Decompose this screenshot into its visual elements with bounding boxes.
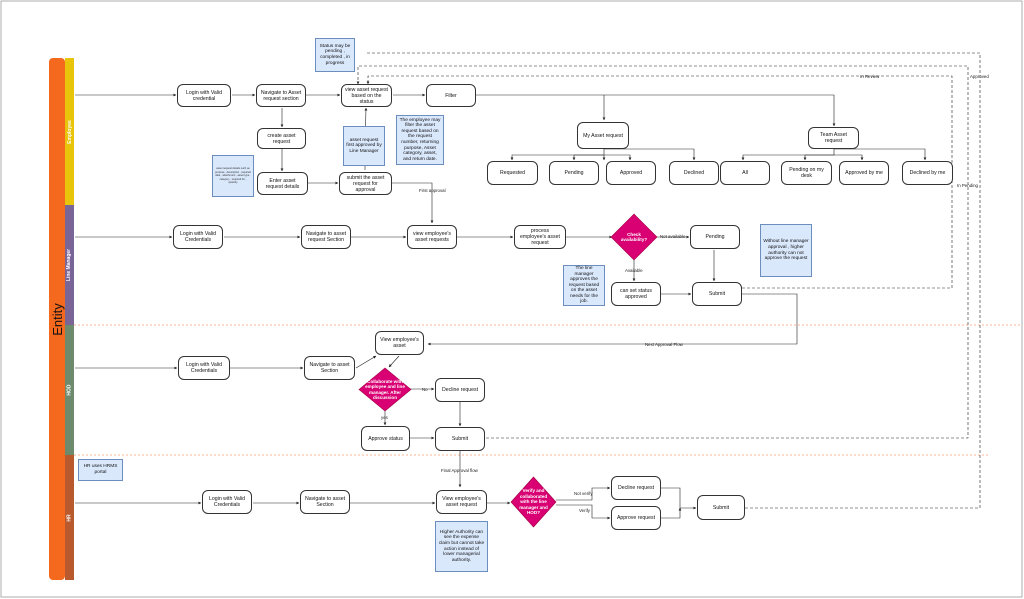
emp-pending: Pending — [549, 161, 599, 185]
decision-shape — [610, 213, 658, 261]
hod-login: Login with Valid Credentials — [178, 356, 230, 380]
note-request-details: asset request details such as purpose , … — [212, 155, 254, 197]
hod-collaborate-decision: Collaborate with employee and line manag… — [358, 367, 412, 412]
hr-submit: Submit — [697, 495, 745, 520]
edge-label-first-approval: First approval — [419, 188, 446, 193]
lane-hod: HOD — [65, 325, 74, 455]
lm-process-request: process employee's asset request — [514, 225, 566, 249]
decision-shape — [510, 476, 557, 528]
emp-enter-details: Enter asset request details — [257, 172, 308, 195]
edge-label-available: Available — [625, 268, 643, 273]
emp-team-asset-request: Team Asset request — [808, 127, 859, 149]
emp-pending-on-my-desk: Pending on my desk — [781, 161, 832, 185]
edge-label-no: No — [422, 387, 428, 392]
hod-submit: Submit — [435, 427, 485, 451]
edge-label-in-review: In Review — [860, 74, 880, 79]
hr-login: Login with Valid Credentials — [202, 490, 252, 514]
edge-label-in-pending: In Pending — [957, 183, 978, 188]
hod-decline-request: Decline request — [435, 378, 485, 402]
emp-requested: Requested — [487, 161, 538, 185]
note-hrms-portal: HR uses HRMS portal — [78, 459, 123, 481]
lm-login: Login with Valid Credentials — [173, 225, 223, 249]
emp-submit-approval: submit the asset request for approval — [339, 172, 392, 195]
hr-navigate: Navigate to asset Section — [300, 490, 350, 514]
lm-view-requests: view employee's asset requests — [407, 225, 457, 249]
lm-submit: Submit — [692, 282, 742, 306]
hod-approve-status: Approve status — [361, 426, 410, 451]
emp-create-request: create asset request — [257, 128, 306, 149]
lm-navigate: Navigate to asset request Section — [301, 225, 351, 249]
emp-declined: Declined — [669, 161, 719, 185]
entity-label: Entity — [49, 302, 65, 336]
emp-all: All — [720, 161, 770, 185]
emp-my-asset-request: My Asset request — [577, 122, 629, 149]
note-filter: The employee may filter the asset reques… — [396, 115, 444, 165]
hod-view-asset: View employee's asset — [375, 331, 424, 355]
edge-label-not-available: Not available — [660, 234, 686, 239]
note-line-manager-approves: The line manager approves the request ba… — [563, 265, 605, 306]
lm-check-availability-decision: Check availability? — [610, 213, 658, 261]
hr-verify-decision: Verify and collaborated with the line ma… — [510, 476, 557, 528]
note-status: Status may be pending , completed , in p… — [315, 38, 355, 72]
hr-view-request: View employee's asset request — [436, 490, 487, 514]
edge-label-not-verify: Not verify — [574, 491, 593, 496]
note-higher-authority: Higher Authority can see the expense cla… — [435, 521, 488, 572]
decision-shape — [358, 367, 412, 412]
hod-navigate: Navigate to asset Section — [304, 356, 355, 380]
emp-declined-by-me: Declined by me — [902, 161, 953, 185]
emp-approved-by-me: Approved by me — [839, 161, 889, 185]
edge-label-yes: yes — [381, 415, 388, 420]
hr-approve-request: Approve request — [611, 506, 661, 530]
emp-filter: Filter — [426, 84, 476, 107]
lane-line-manager: Line Manager — [65, 205, 74, 325]
entity-bar: Entity — [49, 58, 65, 580]
lane-employee: Employee — [65, 58, 74, 205]
lane-hr: HR — [65, 455, 74, 580]
emp-approved: Approved — [606, 161, 656, 185]
note-first-approved: asset request first approved by Line Man… — [343, 126, 385, 166]
emp-navigate: Navigate to Asset request section — [256, 84, 306, 107]
lm-pending: Pending — [690, 225, 740, 249]
lm-set-status-approved: can set status approved — [611, 282, 661, 306]
edge-label-approved: Approved — [970, 74, 989, 79]
emp-login: Login with Valid credential — [177, 84, 231, 107]
note-without-line-manager: Without line manager approval , higher a… — [760, 224, 812, 277]
emp-view-asset-request: view asset request based on the status — [341, 84, 392, 107]
edge-label-final-approval: Final Approval flow — [441, 468, 478, 473]
hr-decline-request: Decline request — [611, 476, 661, 500]
edge-label-verify: Verify — [579, 508, 590, 513]
edge-label-next-approval: Next Approval Flow — [645, 342, 683, 347]
